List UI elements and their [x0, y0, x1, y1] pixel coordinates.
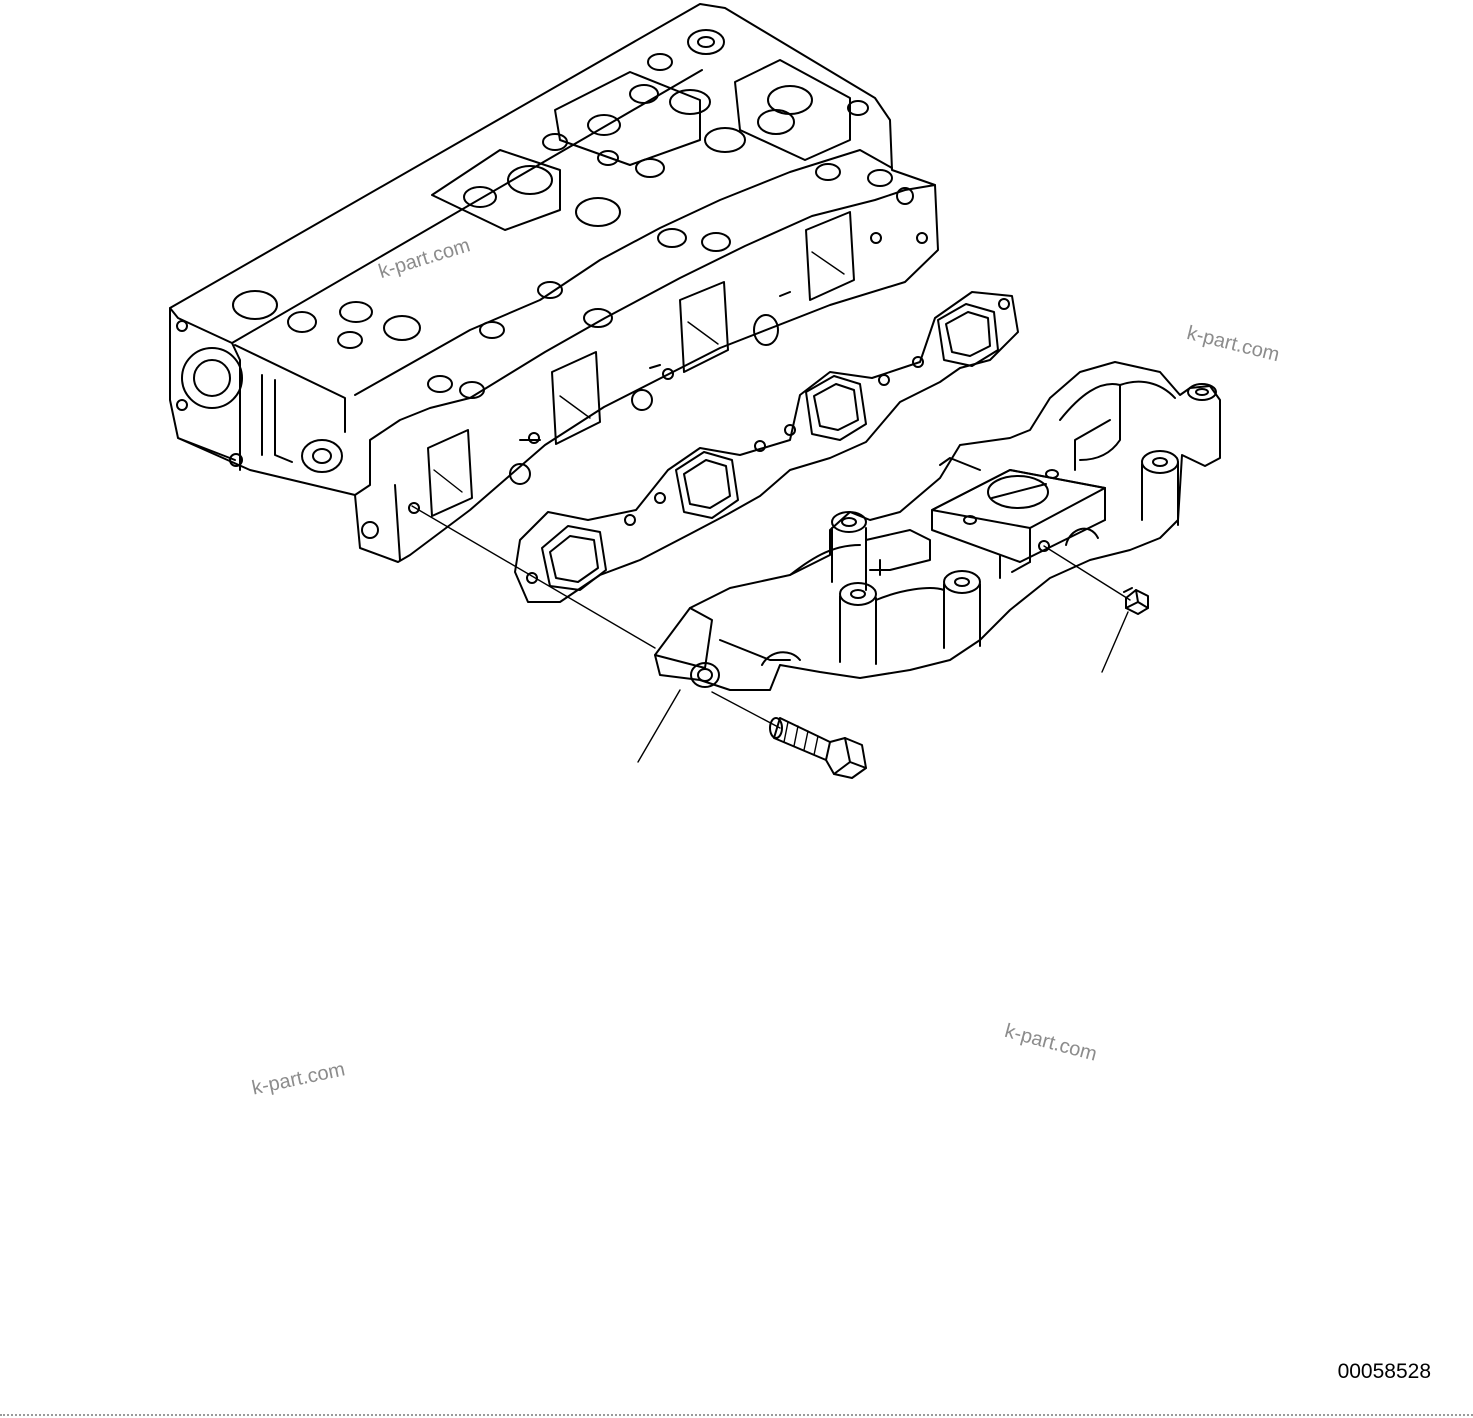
flange-bolt: [769, 717, 867, 779]
stud-bolt: [1123, 587, 1149, 615]
drawing-number: 00058528: [1337, 1360, 1431, 1383]
assembly-lines: [411, 505, 1131, 763]
cylinder-head: [169, 3, 939, 563]
bottom-border: [0, 1414, 1473, 1416]
exhaust-manifold-gasket: [514, 291, 1019, 603]
exhaust-manifold: [654, 361, 1221, 691]
